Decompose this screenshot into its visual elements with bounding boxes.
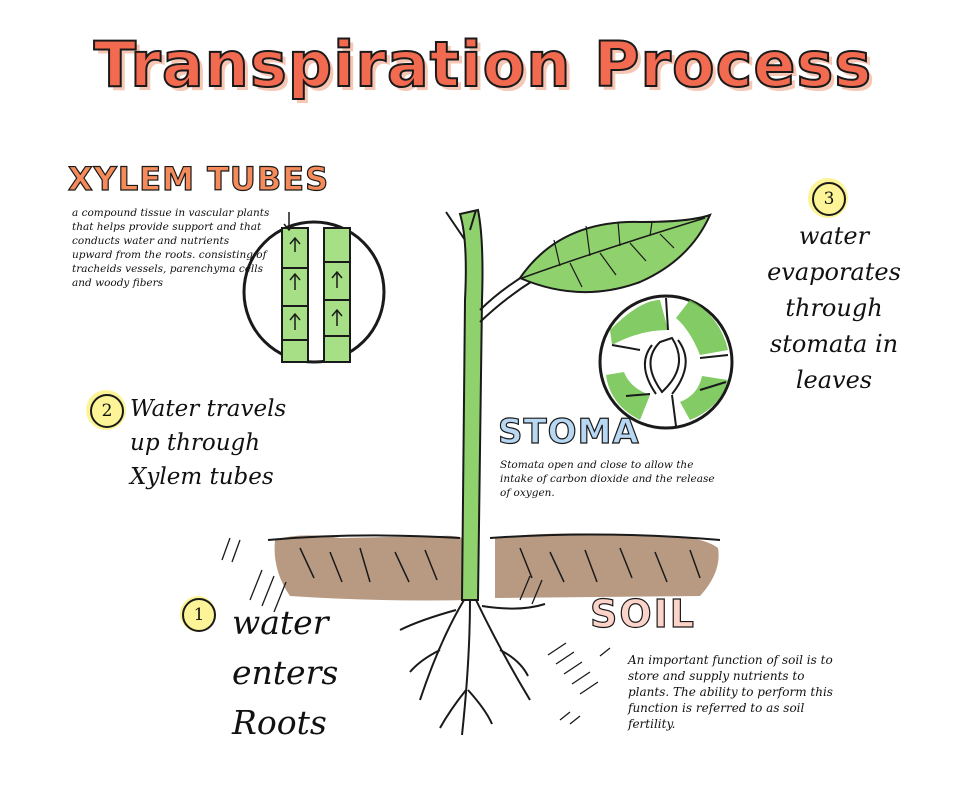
- stoma-heading: STOMA: [497, 411, 640, 452]
- soil-description: An important function of soil is to stor…: [628, 653, 833, 731]
- roots: [399, 599, 546, 736]
- page-title: Transpiration Process: [93, 27, 873, 102]
- leaf: [518, 213, 712, 293]
- hatch-marks: [221, 537, 611, 725]
- plant-stem: [445, 208, 535, 601]
- step-2-number: 2: [90, 394, 124, 428]
- stoma-description: Stomata open and close to allow the inta…: [500, 459, 715, 499]
- xylem-description: a compound tissue in vascular plants tha…: [72, 207, 270, 289]
- step-2-text: Water travels up through Xylem tubes: [130, 396, 287, 490]
- step-3-text: water evaporates through stomata in leav…: [767, 222, 901, 394]
- stoma-illustration: [598, 294, 734, 430]
- soil-band: [267, 533, 721, 601]
- xylem-illustration: [242, 212, 386, 364]
- soil-heading: SOIL: [589, 591, 697, 636]
- step-1-text: water enters Roots: [232, 603, 339, 742]
- step-1-number: 1: [182, 598, 216, 632]
- step-3-number: 3: [812, 182, 846, 216]
- xylem-heading: XYLEM TUBES: [67, 159, 330, 198]
